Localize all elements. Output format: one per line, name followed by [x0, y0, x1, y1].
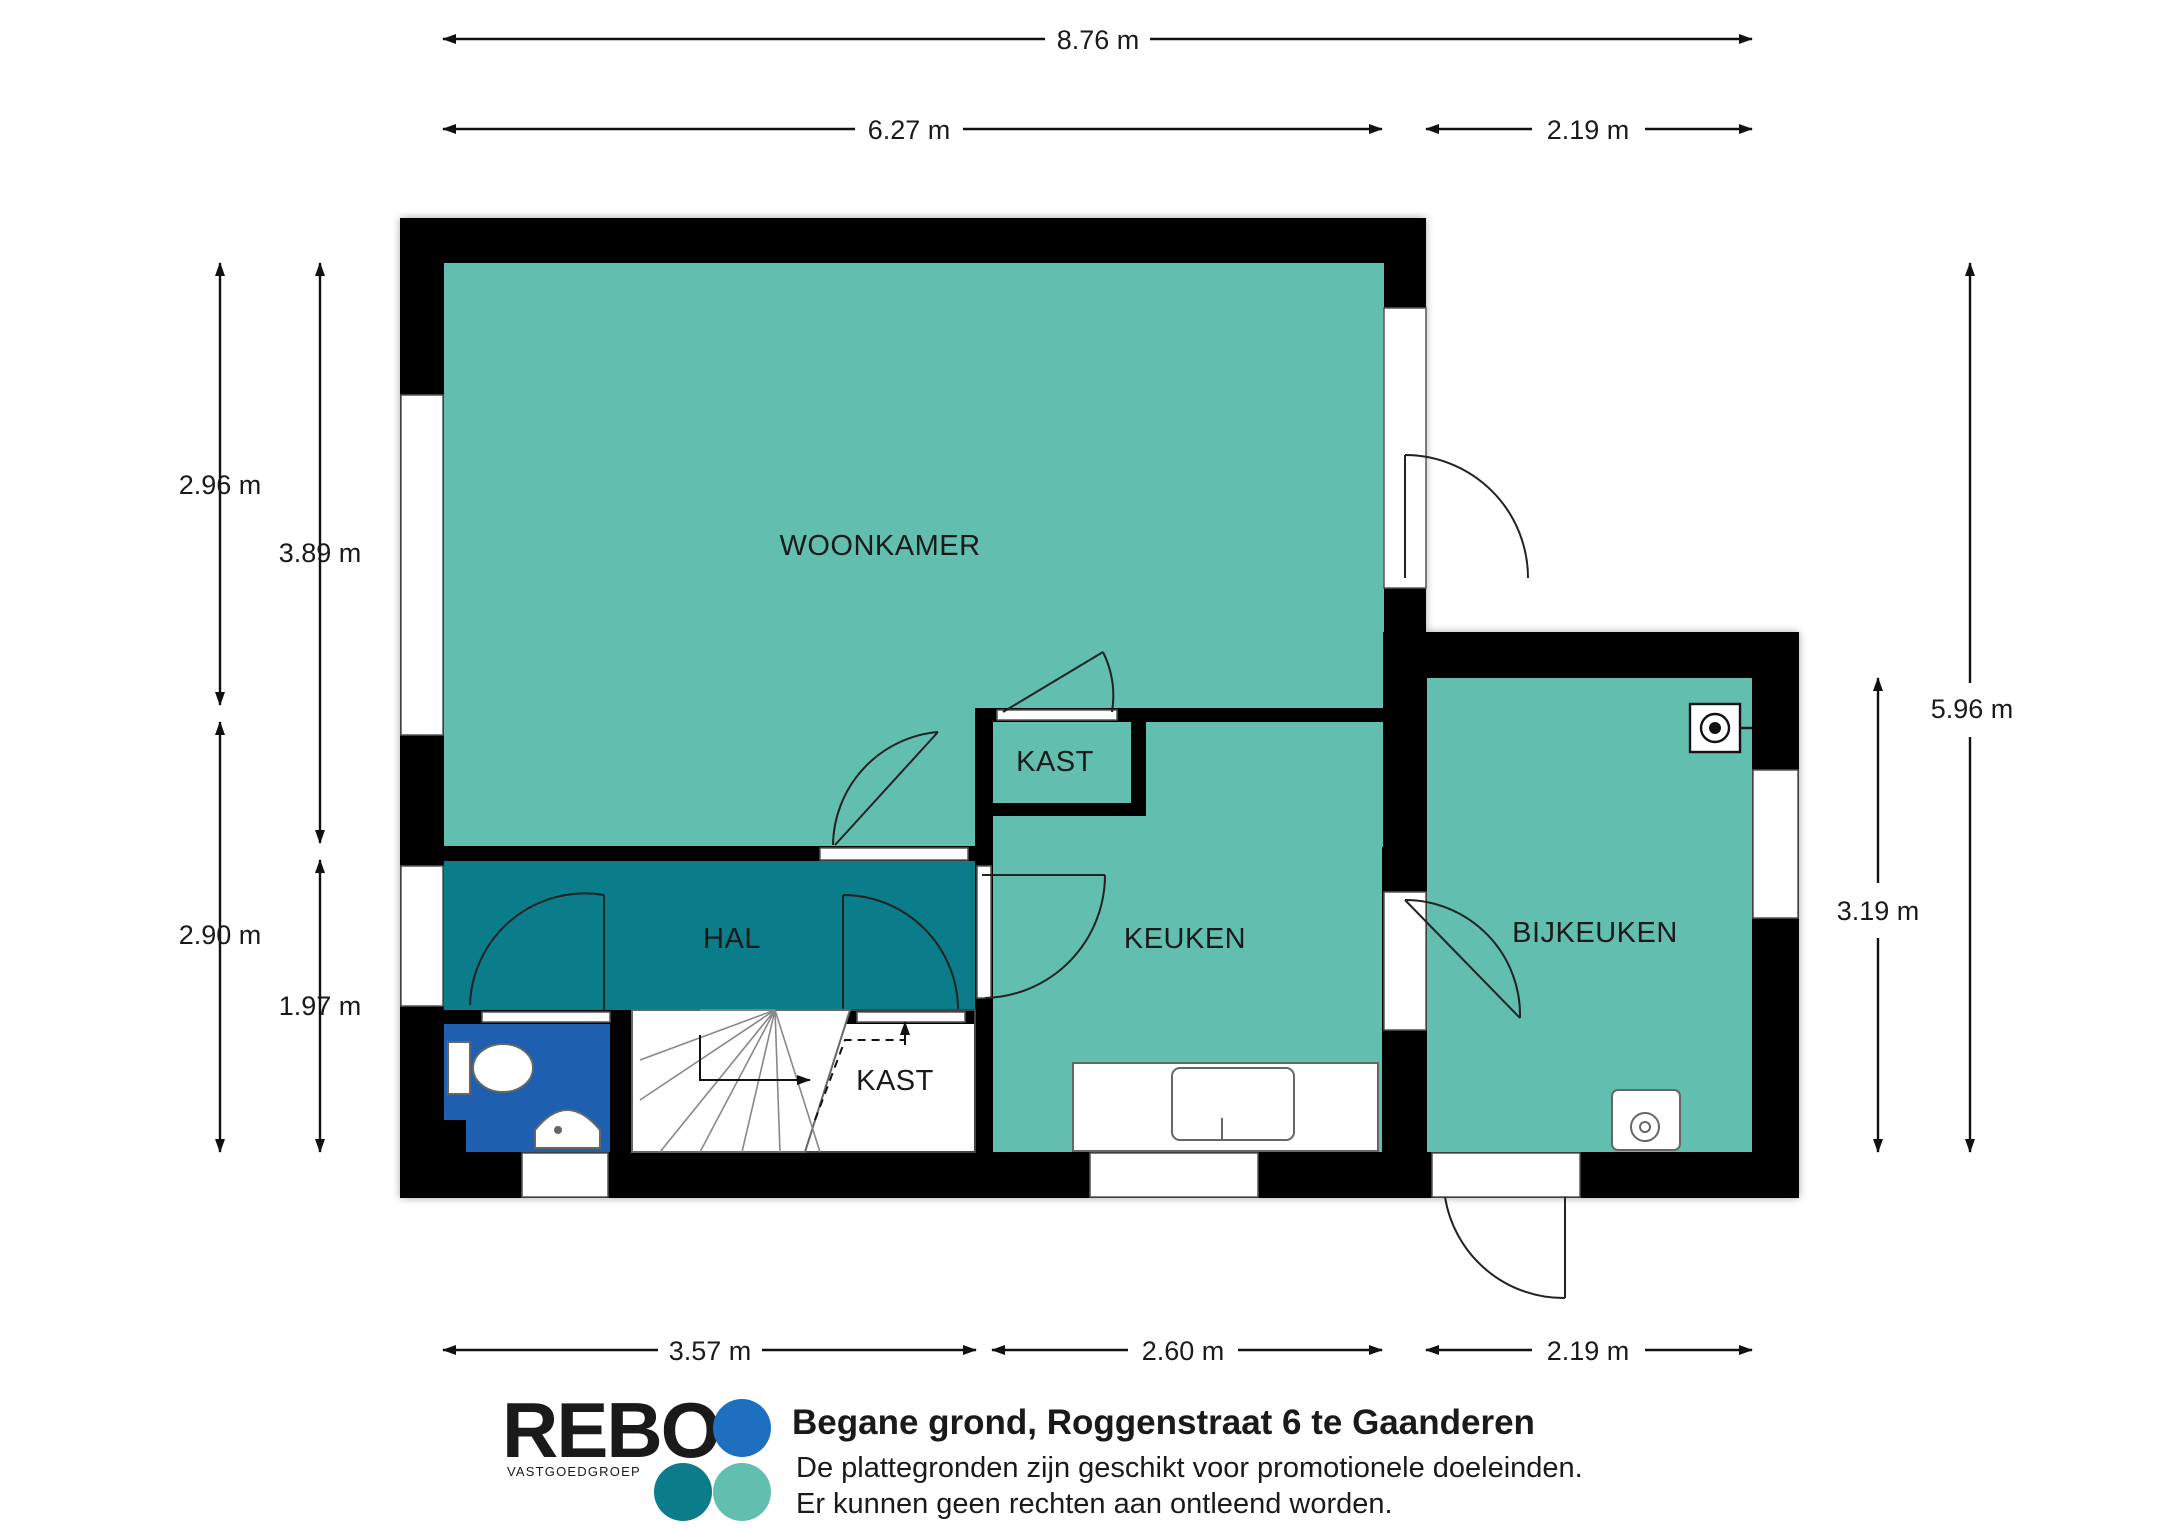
logo-dot-blue [713, 1399, 771, 1457]
stairs [631, 1009, 976, 1153]
footer-note-2: Er kunnen geen rechten aan ontleend word… [796, 1488, 1393, 1520]
room-labels: WOONKAMER KAST HAL KEUKEN BIJKEUKEN KAST [703, 530, 1678, 1097]
logo-wordmark: REBO [502, 1386, 719, 1474]
footer-note-1: De plattegronden zijn geschikt voor prom… [796, 1452, 1583, 1484]
dim-left-inner-bottom: 1.97 m [279, 991, 362, 1021]
label-woonkamer: WOONKAMER [779, 530, 980, 562]
label-bijkeuken: BIJKEUKEN [1512, 917, 1678, 949]
footer-title: Begane grond, Roggenstraat 6 te Gaandere… [792, 1403, 1535, 1442]
dimension-lines [215, 34, 1975, 1355]
dim-left-inner-top: 3.89 m [279, 538, 362, 568]
toilet-sink [534, 1109, 601, 1149]
doors [469, 454, 1566, 1300]
dim-right-outer: 5.96 m [1931, 694, 2014, 724]
dim-top-total: 8.76 m [1057, 25, 1140, 55]
windows [400, 307, 1799, 1198]
fixtures [447, 702, 1752, 1152]
dimension-labels: 8.76 m 6.27 m 2.19 m 3.57 m 2.60 m 2.19 … [179, 25, 2014, 1366]
dim-top-right: 2.19 m [1547, 115, 1630, 145]
dim-left-outer-bottom: 2.90 m [179, 920, 262, 950]
hal-floor [444, 861, 975, 1011]
label-kast-top: KAST [1016, 746, 1094, 778]
logo-dot-petrol [654, 1463, 712, 1521]
dim-left-outer-top: 2.96 m [179, 470, 262, 500]
toilet-bowl [472, 1043, 534, 1093]
label-kast-stair: KAST [856, 1065, 934, 1097]
label-keuken: KEUKEN [1124, 923, 1246, 955]
dim-bottom-mid: 2.60 m [1142, 1336, 1225, 1366]
logo-dot-mint [713, 1463, 771, 1521]
dim-bottom-right: 2.19 m [1547, 1336, 1630, 1366]
footer: Begane grond, Roggenstraat 6 te Gaandere… [792, 1403, 1583, 1520]
toilet-tank [447, 1041, 471, 1095]
dim-bottom-left: 3.57 m [669, 1336, 752, 1366]
rebo-logo: REBO VASTGOEDGROEP [502, 1386, 771, 1521]
dim-right-inner: 3.19 m [1837, 896, 1920, 926]
washing-machine [1611, 1089, 1681, 1151]
bijkeuken-floor [1427, 678, 1752, 1152]
dim-top-left: 6.27 m [868, 115, 951, 145]
logo-subtitle: VASTGOEDGROEP [507, 1464, 641, 1479]
kitchen-sink [1171, 1067, 1295, 1141]
label-hal: HAL [703, 923, 761, 955]
